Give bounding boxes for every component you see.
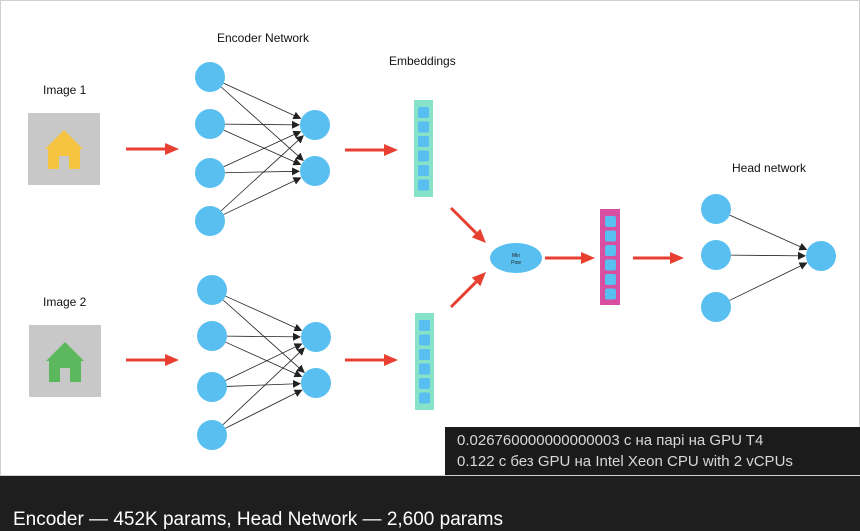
head-input-node	[701, 292, 731, 322]
encoder-network-label: Encoder Network	[217, 31, 310, 45]
encoder-2-input-node	[197, 372, 227, 402]
merged-embedding-cell	[605, 230, 616, 242]
encoder-1-input-node	[195, 109, 225, 139]
timing-output: 0.026760000000000003 с на парі на GPU T4…	[445, 427, 860, 475]
encoder-1-connection	[223, 130, 302, 168]
red-arrow	[449, 272, 486, 309]
head-input-node	[701, 240, 731, 270]
house-icon	[46, 342, 84, 382]
merged-embedding-bar	[600, 209, 620, 305]
encoder-1-input-node	[195, 206, 225, 236]
network-connections	[220, 82, 808, 429]
encoder-2-connection	[225, 341, 303, 378]
encoder-2-output-node	[301, 368, 331, 398]
embedding-cell	[418, 121, 429, 133]
head-connection	[729, 262, 808, 301]
merged-embedding-cell	[605, 259, 616, 271]
encoder-2-connection	[225, 389, 303, 429]
encoder-2-connection	[226, 379, 302, 388]
merged-embedding-cell	[605, 245, 616, 256]
head-network-label: Head network	[732, 161, 807, 175]
min-pow-label-2: Pow	[511, 260, 521, 266]
head-output-node	[806, 241, 836, 271]
red-arrow	[633, 252, 684, 264]
embedding-cell	[418, 179, 429, 191]
image-1-label: Image 1	[43, 83, 87, 97]
embedding-cell	[418, 136, 429, 147]
flow-arrows	[126, 143, 684, 366]
encoder-1-connection	[223, 129, 302, 166]
head-connection	[730, 251, 807, 260]
encoder-2-connection	[222, 347, 306, 426]
encoder-1-connection	[223, 177, 302, 215]
embedding-bar-top	[414, 100, 433, 197]
image-2-label: Image 2	[43, 295, 87, 309]
caption-text: Encoder — 452K params, Head Network — 2,…	[13, 509, 504, 530]
encoder-2-output-node	[301, 322, 331, 352]
encoder-2-input-node	[197, 321, 227, 351]
embedding-cell	[418, 165, 429, 176]
encoder-2-connection	[225, 343, 303, 381]
red-arrow	[449, 206, 486, 243]
house-icon	[45, 130, 83, 169]
encoder-1-connection	[223, 82, 302, 120]
red-arrow	[126, 354, 179, 366]
encoder-1-output-node	[300, 156, 330, 186]
embedding-cell	[418, 107, 429, 118]
encoder-1-connection	[224, 167, 301, 176]
encoder-2-connection	[226, 332, 302, 341]
encoder-2-connection	[225, 295, 303, 332]
embeddings-label: Embeddings	[389, 54, 456, 68]
merged-embedding-cell	[605, 288, 616, 300]
network-nodes	[195, 62, 836, 450]
embedding-cell	[419, 363, 430, 375]
encoder-2-input-node	[197, 420, 227, 450]
embedding-cell	[419, 320, 430, 331]
red-arrow	[345, 144, 398, 156]
head-connection	[729, 214, 808, 251]
merged-embedding-cell	[605, 274, 616, 285]
encoder-1-input-node	[195, 62, 225, 92]
embedding-bar-bottom	[415, 313, 434, 410]
embedding-cell	[419, 378, 430, 389]
red-arrow	[126, 143, 179, 155]
encoder-1-connection	[224, 120, 301, 129]
min-pow-label-1: Min	[512, 253, 520, 259]
encoder-1-input-node	[195, 158, 225, 188]
encoder-1-connection	[220, 135, 304, 212]
diagram-canvas: Min Pow Encoder Network Embeddings Image…	[0, 0, 860, 476]
embedding-cell	[418, 150, 429, 162]
timing-line-gpu: 0.026760000000000003 с на парі на GPU T4	[457, 432, 764, 449]
timing-line-cpu: 0.122 с без GPU на Intel Xeon CPU with 2…	[457, 453, 793, 470]
encoder-1-output-node	[300, 110, 330, 140]
embedding-cell	[419, 392, 430, 404]
embedding-cell	[419, 334, 430, 346]
head-input-node	[701, 194, 731, 224]
siamese-network-diagram: Min Pow	[28, 62, 836, 450]
red-arrow	[345, 354, 398, 366]
embedding-cell	[419, 349, 430, 360]
red-arrow	[545, 252, 595, 264]
merged-embedding-cell	[605, 216, 616, 227]
encoder-2-input-node	[197, 275, 227, 305]
min-pow-node	[490, 243, 542, 273]
